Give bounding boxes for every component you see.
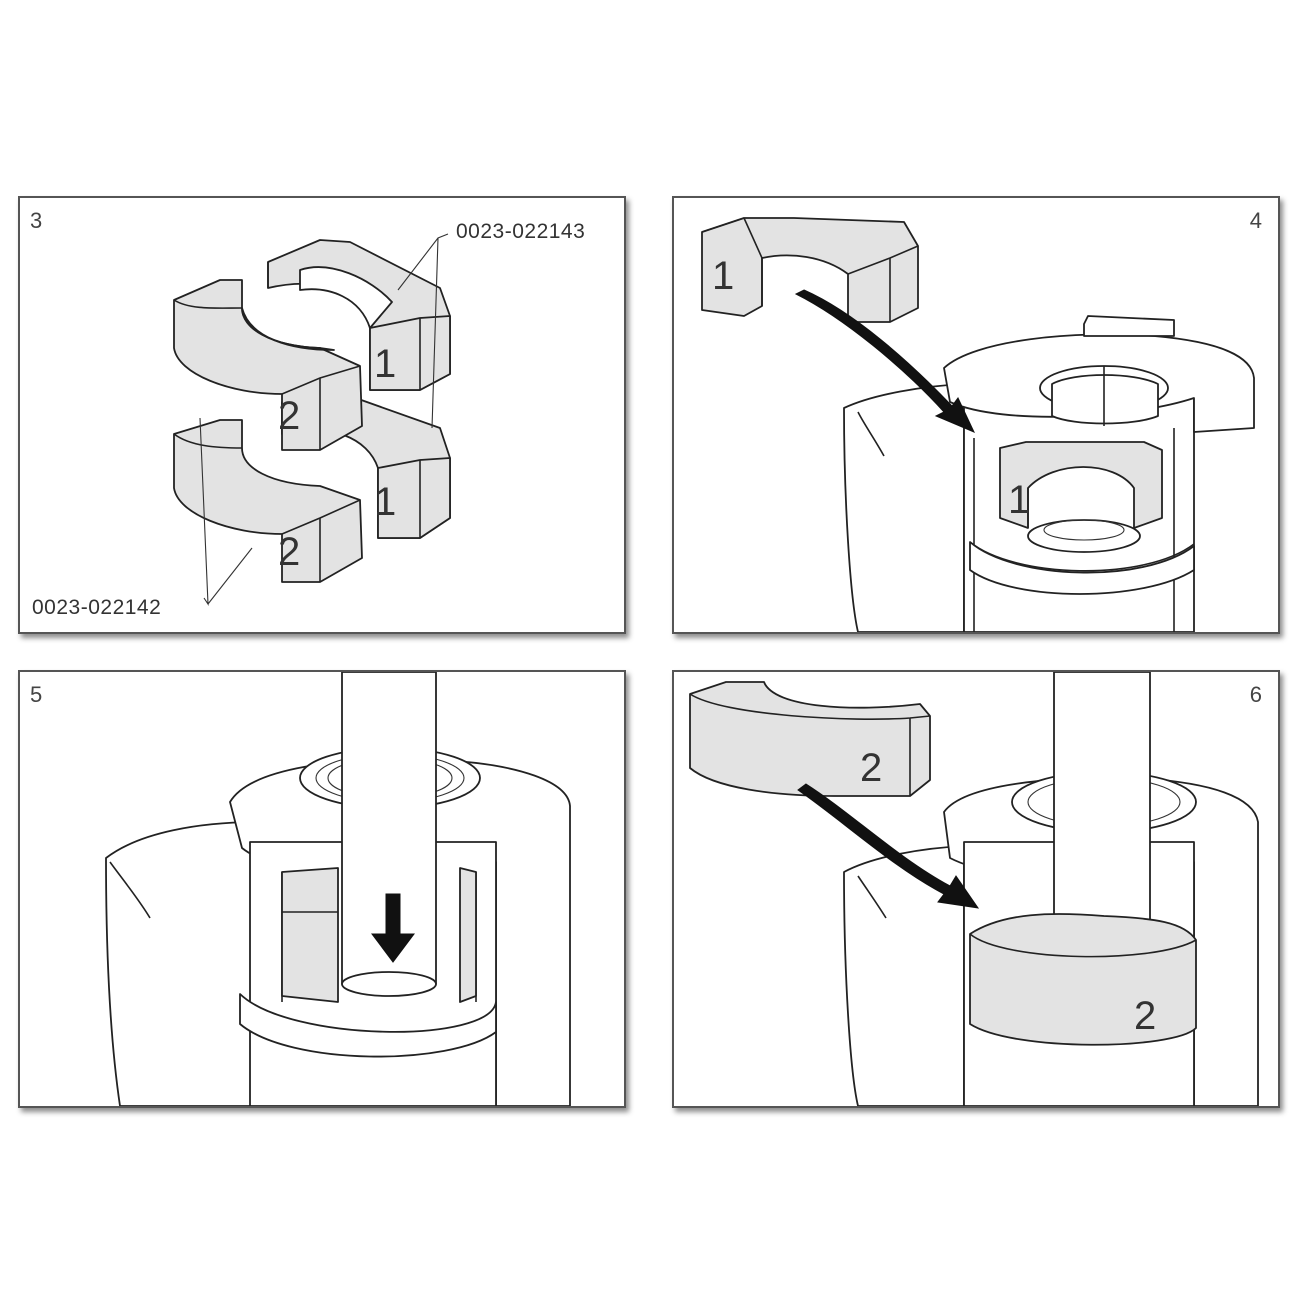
- loose-block-2: [689, 681, 931, 797]
- installed-block-1: [999, 441, 1163, 529]
- block-label-2-installed: 2: [1134, 994, 1157, 1038]
- down-arrow-icon: [371, 893, 415, 963]
- block-label-1-lower: 1: [374, 480, 397, 524]
- flue-pipe: [341, 672, 437, 997]
- baffle-block-2-upper: [173, 279, 363, 451]
- step-3-panel: 3 0023-022143 0023-022142 1 2 1 2: [18, 196, 626, 634]
- step-number: 3: [30, 208, 43, 233]
- block-label-1-installed: 1: [1008, 478, 1031, 522]
- step-5-drawing: [105, 672, 571, 1106]
- step-number: 4: [1249, 208, 1262, 233]
- block-label-1-loose: 1: [712, 254, 735, 298]
- insert-arrow-icon: [794, 289, 976, 433]
- step-4-panel: 4 1 1: [672, 196, 1280, 634]
- step-number: 6: [1249, 682, 1262, 707]
- block-label-2-lower: 2: [278, 530, 301, 574]
- baffle-block-2-lower: [173, 419, 363, 583]
- block-label-2-upper: 2: [278, 394, 301, 438]
- loose-block-1: [701, 217, 919, 323]
- part-code-upper: 0023-022143: [456, 220, 586, 243]
- insert-arrow-icon: [797, 783, 980, 909]
- block-label-2-loose: 2: [860, 746, 883, 790]
- block-label-1-upper: 1: [374, 342, 397, 386]
- stove-body: [843, 672, 1259, 1106]
- step-6-panel: 6 2 2: [672, 670, 1280, 1108]
- baffle-block-1-upper: [267, 239, 451, 391]
- installed-block-2: [969, 913, 1197, 1046]
- step-4-drawing: [701, 217, 1255, 632]
- step-5-panel: 5: [18, 670, 626, 1108]
- step-6-drawing: [689, 672, 1259, 1106]
- step-3-drawing: [173, 233, 451, 606]
- step-number: 5: [30, 682, 43, 707]
- part-code-lower: 0023-022142: [32, 596, 162, 619]
- stove-body: [105, 747, 571, 1106]
